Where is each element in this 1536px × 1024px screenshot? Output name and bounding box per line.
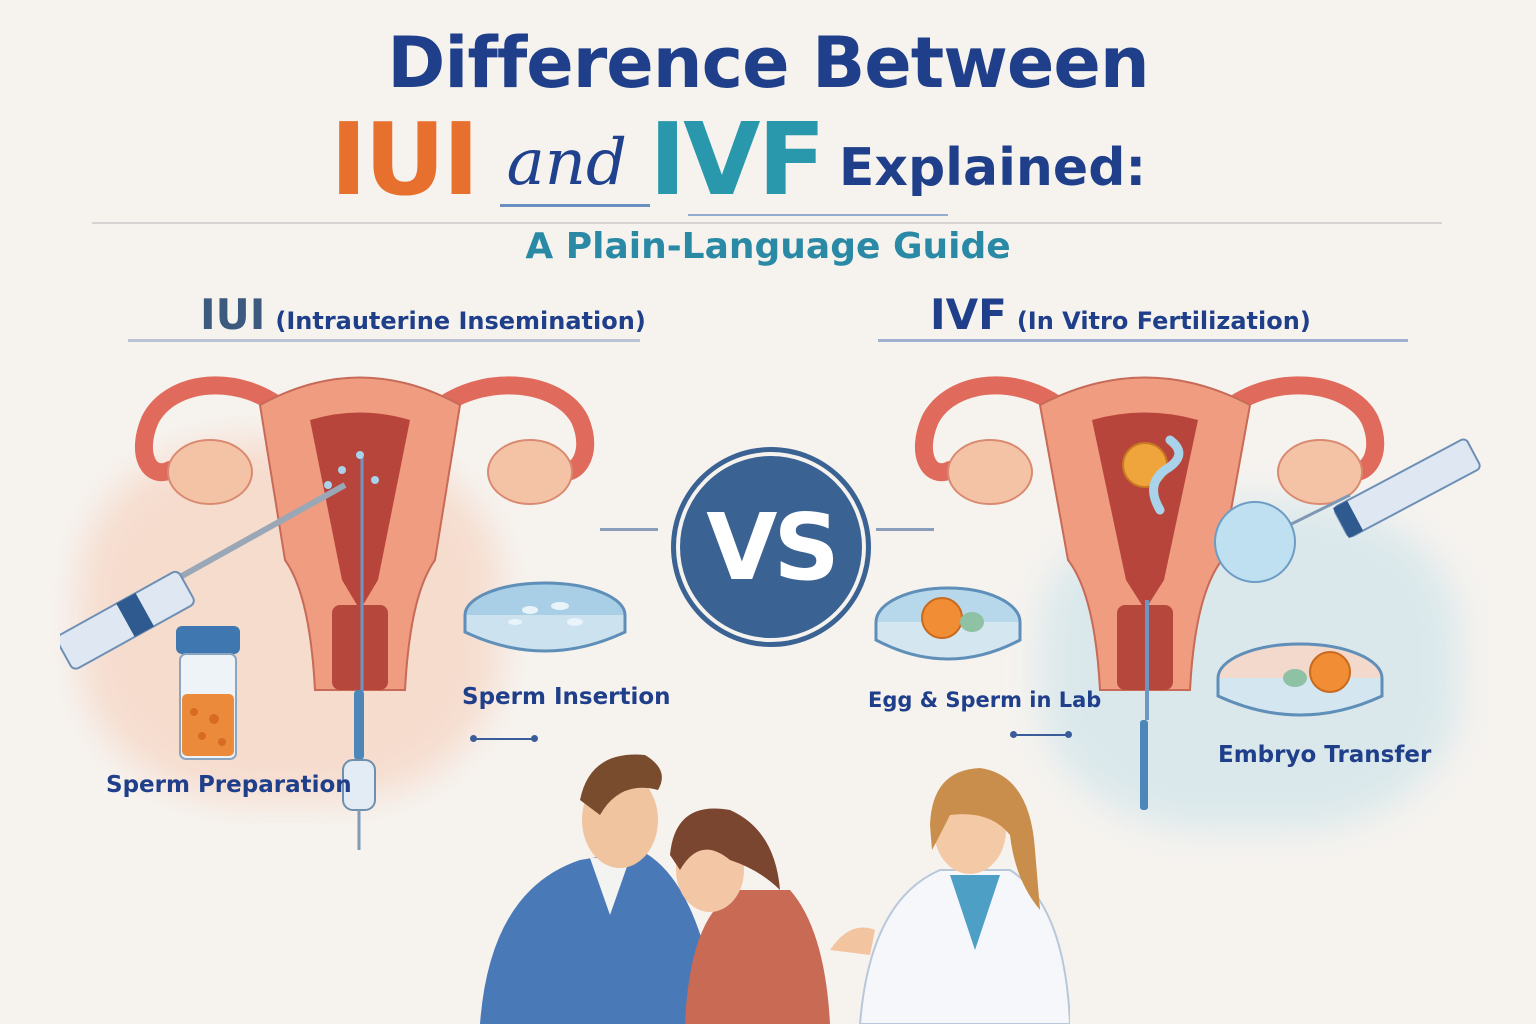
couple-and-doctor-illustration <box>480 754 1070 1024</box>
page-title-line2: IUI and IVF Explained: <box>330 100 1146 210</box>
title-iui: IUI <box>330 101 480 218</box>
label-egg-sperm-lab: Egg & Sperm in Lab <box>868 688 1102 712</box>
title-divider <box>92 222 1442 224</box>
title-and: and <box>506 126 627 200</box>
label-sperm-preparation: Sperm Preparation <box>106 772 352 798</box>
vs-badge: VS <box>676 452 866 642</box>
ivf-heading-divider <box>878 339 1408 342</box>
vs-left-line <box>600 528 658 531</box>
title-explained: Explained: <box>838 138 1147 198</box>
label-sperm-insertion: Sperm Insertion <box>462 684 671 710</box>
page-title-line1: Difference Between <box>387 22 1149 104</box>
title-ivf: IVF <box>648 101 826 218</box>
ivf-uterus-illustration <box>874 376 1481 720</box>
vs-right-line <box>876 528 934 531</box>
iui-abbr: IUI <box>200 290 266 339</box>
ivf-full-name: (In Vitro Fertilization) <box>1016 307 1311 335</box>
iui-connector-line <box>470 735 538 742</box>
subtitle: A Plain-Language Guide <box>525 226 1011 267</box>
ivf-section-heading: IVF (In Vitro Fertilization) <box>930 290 1311 339</box>
sperm-sample-tube-icon <box>176 626 240 760</box>
iui-section-heading: IUI (Intrauterine Insemination) <box>200 290 646 339</box>
ivf-connector-line <box>1010 731 1072 738</box>
iui-uterus-illustration <box>60 376 627 700</box>
ivf-underline <box>688 214 948 216</box>
iui-heading-divider <box>128 339 640 342</box>
embryo-transfer-rod <box>1140 720 1148 810</box>
and-underline <box>500 204 650 207</box>
insemination-catheter-icon <box>342 690 376 850</box>
label-embryo-transfer: Embryo Transfer <box>1218 742 1432 768</box>
ivf-abbr: IVF <box>930 290 1007 339</box>
iui-full-name: (Intrauterine Insemination) <box>275 307 646 335</box>
